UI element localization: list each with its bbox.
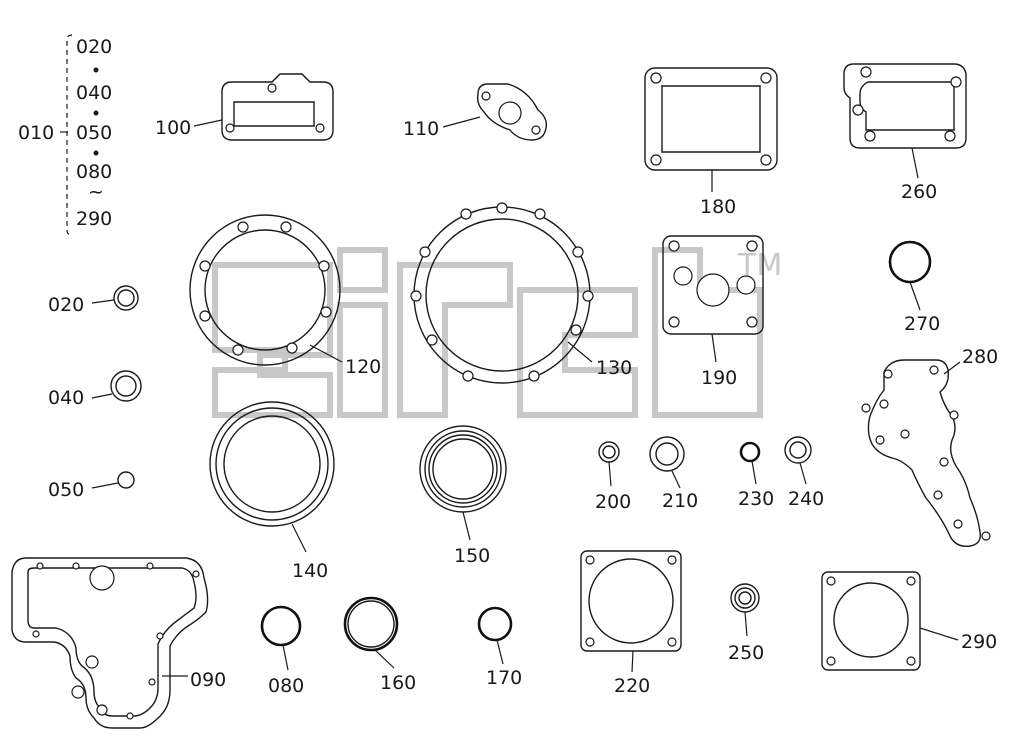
callout-250: 250 — [728, 642, 764, 664]
callout-050: 050 — [48, 479, 84, 501]
callout-120: 120 — [345, 356, 381, 378]
gasket-100: 100 — [155, 73, 334, 141]
gasket-130: 130 — [410, 202, 632, 384]
ring-020: 020 — [48, 285, 139, 316]
set-item-080: 080 — [76, 161, 112, 183]
callout-160: 160 — [380, 672, 416, 694]
oil-seal-150: 150 — [419, 425, 507, 567]
gasket-220: 220 — [580, 550, 682, 697]
ring-050: 050 — [48, 471, 135, 501]
range-mark: ~ — [88, 181, 104, 203]
callout-270: 270 — [904, 313, 940, 335]
callout-110: 110 — [403, 118, 439, 140]
callout-020: 020 — [48, 294, 84, 316]
oil-seal-140: 140 — [209, 401, 335, 582]
callout-150: 150 — [454, 545, 490, 567]
ring-210: 210 — [649, 436, 698, 512]
set-item-290: 290 — [76, 208, 112, 230]
gasket-280: 280 — [861, 346, 998, 547]
o-ring-160: 160 — [343, 596, 416, 694]
callout-210: 210 — [662, 490, 698, 512]
callout-140: 140 — [292, 560, 328, 582]
callout-240: 240 — [788, 488, 824, 510]
callout-130: 130 — [596, 357, 632, 379]
o-ring-080: 080 — [260, 605, 304, 697]
gasket-180: 180 — [644, 67, 778, 218]
seal-250: 250 — [728, 583, 764, 664]
callout-280: 280 — [962, 346, 998, 368]
gasket-110: 110 — [403, 83, 548, 141]
o-ring-170: 170 — [477, 606, 522, 689]
gasket-090: 090 — [11, 557, 226, 729]
o-ring-270: 270 — [888, 240, 940, 335]
gasket-260: 260 — [843, 63, 967, 203]
ring-230: 230 — [738, 441, 774, 510]
callout-080: 080 — [268, 675, 304, 697]
callout-260: 260 — [901, 181, 937, 203]
ring-200: 200 — [595, 441, 631, 513]
gasket-120: 120 — [189, 214, 381, 378]
callout-220: 220 — [614, 675, 650, 697]
set-item-050: 050 — [76, 122, 112, 144]
gasket-290: 290 — [821, 571, 997, 671]
set-item-040: 040 — [76, 82, 112, 104]
callout-180: 180 — [700, 196, 736, 218]
set-list-010: 010 020 040 050 080 ~ 290 — [18, 34, 112, 236]
callout-170: 170 — [486, 667, 522, 689]
ring-040: 040 — [48, 370, 142, 409]
callout-200: 200 — [595, 491, 631, 513]
callout-040: 040 — [48, 387, 84, 409]
gasket-190: 190 — [662, 235, 764, 389]
callout-190: 190 — [701, 367, 737, 389]
set-item-020: 020 — [76, 36, 112, 58]
ring-240: 240 — [784, 436, 824, 510]
callout-090: 090 — [190, 669, 226, 691]
watermark: TM — [212, 247, 782, 418]
callout-290: 290 — [961, 631, 997, 653]
callout-230: 230 — [738, 488, 774, 510]
callout-100: 100 — [155, 117, 191, 139]
callout-010: 010 — [18, 122, 54, 144]
